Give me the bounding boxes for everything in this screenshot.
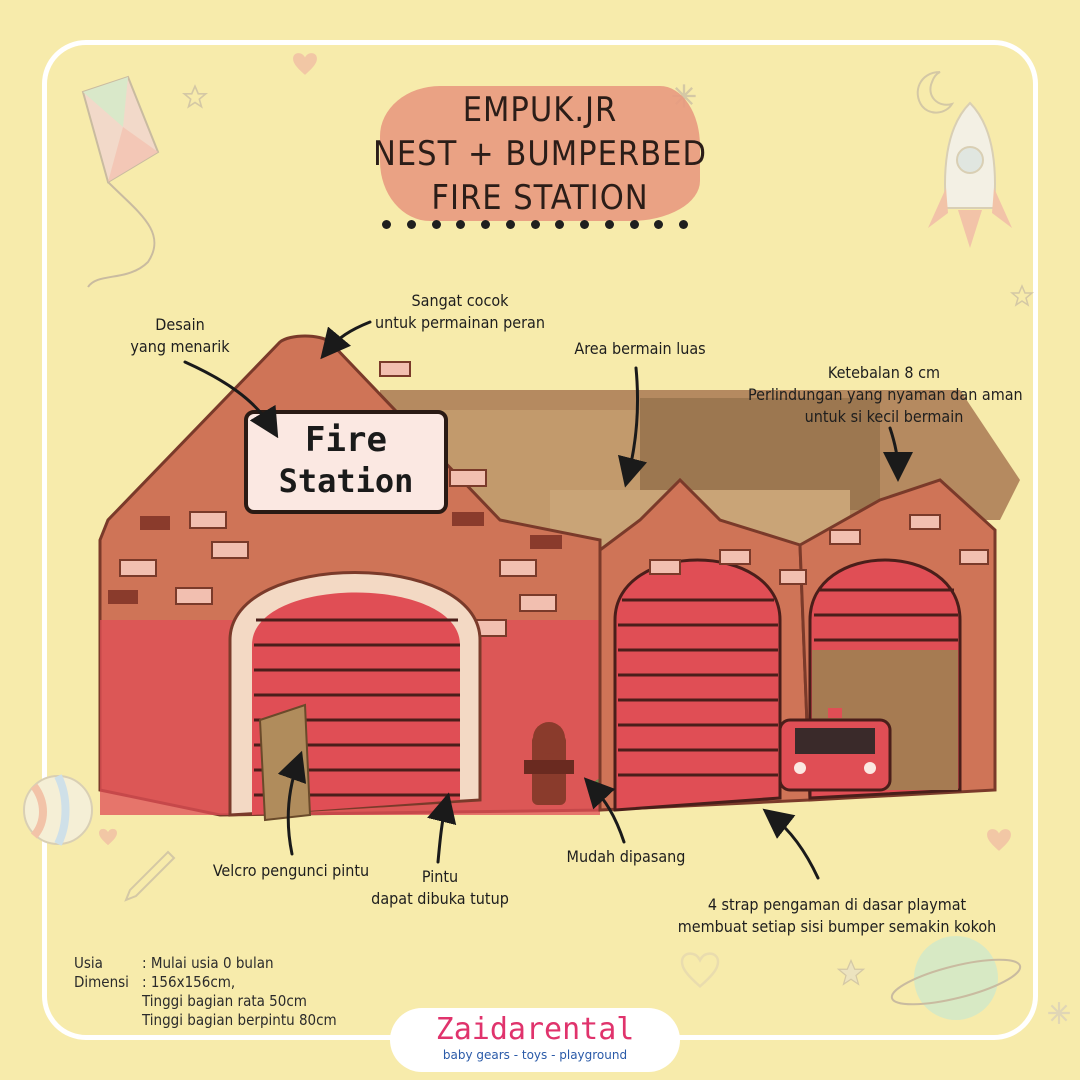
- callout-desain: Desain yang menarik: [130, 315, 230, 356]
- sign-text-line-2: Station: [278, 462, 414, 500]
- star-icon: [672, 84, 696, 108]
- spec-usia-value: : Mulai usia 0 bulan: [142, 954, 274, 972]
- spec-usia-label: Usia: [74, 954, 103, 972]
- heart-icon: [987, 829, 1011, 851]
- star-icon: [1010, 284, 1034, 307]
- brand-name: Zaidarental: [435, 1012, 635, 1047]
- title-line-1: EMPUK.JR: [462, 90, 618, 130]
- star-icon: [182, 84, 208, 109]
- kite-icon: [81, 75, 160, 288]
- callout-pintu: Pintu dapat dibuka tutup: [371, 867, 509, 908]
- brand-tagline: baby gears - toys - playground: [442, 1048, 628, 1062]
- callout-velcro: Velcro pengunci pintu: [212, 861, 370, 880]
- ball-icon: [23, 774, 93, 846]
- heart-icon: [99, 828, 117, 846]
- spec-tinggi-pintu: Tinggi bagian berpintu 80cm: [142, 1011, 337, 1029]
- title-background: [380, 86, 700, 221]
- star-icon: [836, 958, 866, 986]
- brand-logo: Zaidarental baby gears - toys - playgrou…: [390, 1008, 680, 1072]
- title-block: EMPUK.JR NEST + BUMPERBED FIRE STATION: [370, 78, 710, 223]
- heart-icon: [680, 952, 720, 988]
- sign-text-line-1: Fire: [305, 420, 387, 460]
- callout-ketebalan: Ketebalan 8 cm Perlindungan yang nyaman …: [748, 363, 1023, 426]
- callout-area: Area bermain luas: [574, 339, 706, 358]
- callout-mudah: Mudah dipasang: [566, 847, 686, 866]
- product-specs: Usia : Mulai usia 0 bulan Dimensi : 156x15…: [74, 954, 337, 1030]
- title-line-2: NEST + BUMPERBED: [372, 134, 708, 174]
- fire-station-bumperbed-image: [98, 334, 1020, 822]
- fire-truck-icon: [778, 708, 892, 792]
- callout-strap: 4 strap pengaman di dasar playmat membua…: [677, 895, 997, 936]
- rocket-icon: [928, 101, 1012, 248]
- callout-peran: Sangat cocok untuk permainan peran: [375, 291, 545, 332]
- spec-tinggi-rata: Tinggi bagian rata 50cm: [142, 992, 307, 1010]
- dot-divider: [382, 218, 688, 230]
- heart-icon: [293, 53, 317, 75]
- pencil-icon: [124, 850, 176, 902]
- planet-icon: [890, 936, 1022, 1020]
- star-icon: [1048, 1002, 1070, 1024]
- title-line-3: FIRE STATION: [431, 178, 649, 218]
- fire-hydrant-icon: [524, 722, 574, 805]
- moon-icon: [916, 71, 955, 114]
- spec-dimensi-value: : 156x156cm,: [142, 973, 236, 991]
- spec-dimensi-label: Dimensi: [74, 973, 129, 991]
